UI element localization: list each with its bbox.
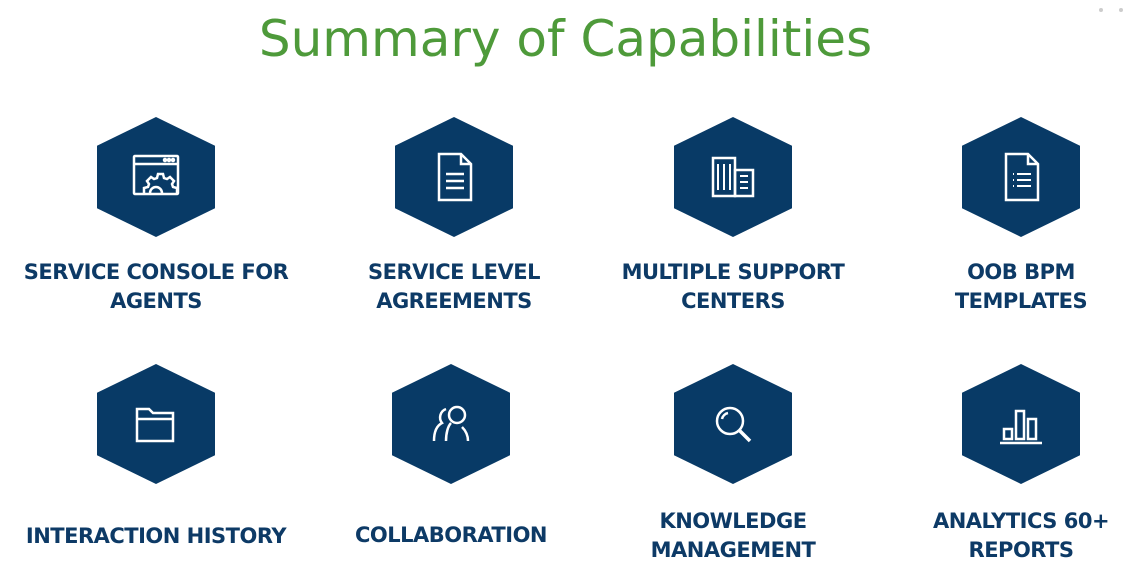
magnifier-icon [674,364,792,484]
bar-chart-icon [962,364,1080,484]
capability-label: ANALYTICS 60+REPORTS [932,509,1110,562]
browser-gear-icon [97,117,215,237]
capability-label: COLLABORATION [355,523,548,547]
document-icon [395,117,513,237]
people-icon [392,364,510,484]
capability-label: INTERACTION HISTORY [25,524,287,548]
folder-icon [97,364,215,484]
list-document-icon [962,117,1080,237]
buildings-icon [674,117,792,237]
page-title: Summary of Capabilities [258,10,873,68]
window-controls [1099,8,1123,12]
